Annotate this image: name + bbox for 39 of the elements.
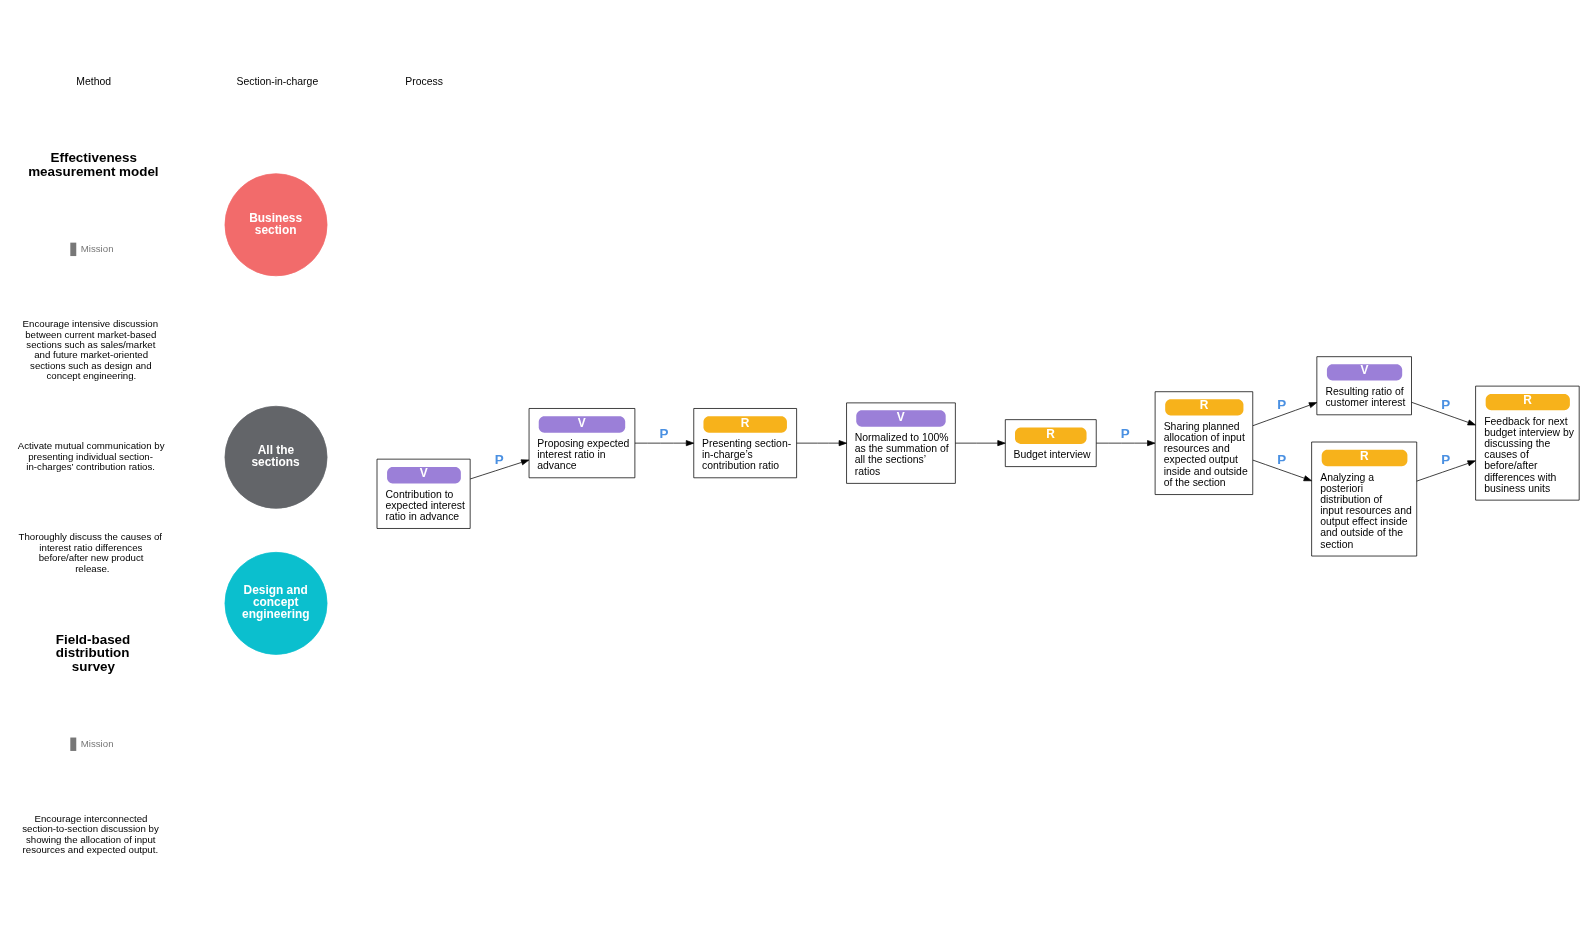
label: Encourage interconnected section-to-section discussion by showing the allocation of input resources and expected output. <box>22 812 159 855</box>
node-circle: Business section <box>224 172 328 276</box>
arrow <box>796 439 847 446</box>
label: Mission <box>80 737 114 749</box>
arrow <box>1252 459 1312 481</box>
node-box: V Contribution to expected interest ratio in advance <box>376 458 471 529</box>
arrow <box>955 439 1006 446</box>
edge-label: P <box>494 451 504 467</box>
label: Method <box>76 75 112 87</box>
node-box: V Resulting ratio of customer interest <box>1316 355 1412 415</box>
label: Thoroughly discuss the causes of interest ratio differences before/after new product release. <box>18 530 163 574</box>
edge-label: P <box>1277 451 1287 467</box>
arrow <box>1416 459 1476 481</box>
node-box: R Budget interview <box>1004 418 1097 467</box>
arrow <box>1411 401 1476 425</box>
node-box: R Feedback for next budget interview by discussing the causes of before/after differences with business units <box>1475 385 1580 501</box>
node-circle: All the sections <box>224 405 328 509</box>
edge-label: P <box>1120 425 1130 441</box>
arrow <box>634 439 695 446</box>
label: Encourage intensive discussion between current market-based sections such as sales/market and future market-oriented sections such as design and concept engineering. <box>22 317 159 381</box>
label: Section-in-charge <box>236 75 319 87</box>
node-box: R Presenting section-in-charge’s contribution ratio <box>693 407 797 478</box>
node-box: R Analyzing a posteriori distribution of input resources and output effect inside and outside of the section <box>1311 441 1418 556</box>
label: Effectiveness measurement model <box>28 149 159 179</box>
node-circle: Design and concept engineering <box>224 551 328 655</box>
edge-label: P <box>1441 451 1451 467</box>
label: Mission <box>80 242 114 254</box>
node-box: R Sharing planned allocation of input resources and expected output inside and outside of the section <box>1154 390 1254 495</box>
node-box: V Proposing expected interest ratio in advance <box>528 407 636 478</box>
label: Process <box>405 75 443 87</box>
arrow <box>1096 439 1156 446</box>
edge-label: P <box>659 425 669 441</box>
arrow <box>469 458 530 479</box>
label: Activate mutual communication by presenting individual section-in-charges’ contribution ratios. <box>17 439 165 472</box>
node-box: V Normalized to 100% as the summation of all the sections’ ratios <box>846 402 956 484</box>
arrow <box>1252 401 1318 426</box>
edge-label: P <box>1277 396 1287 412</box>
edge-label: P <box>1441 396 1451 412</box>
label: Field-based distribution survey <box>55 631 131 674</box>
